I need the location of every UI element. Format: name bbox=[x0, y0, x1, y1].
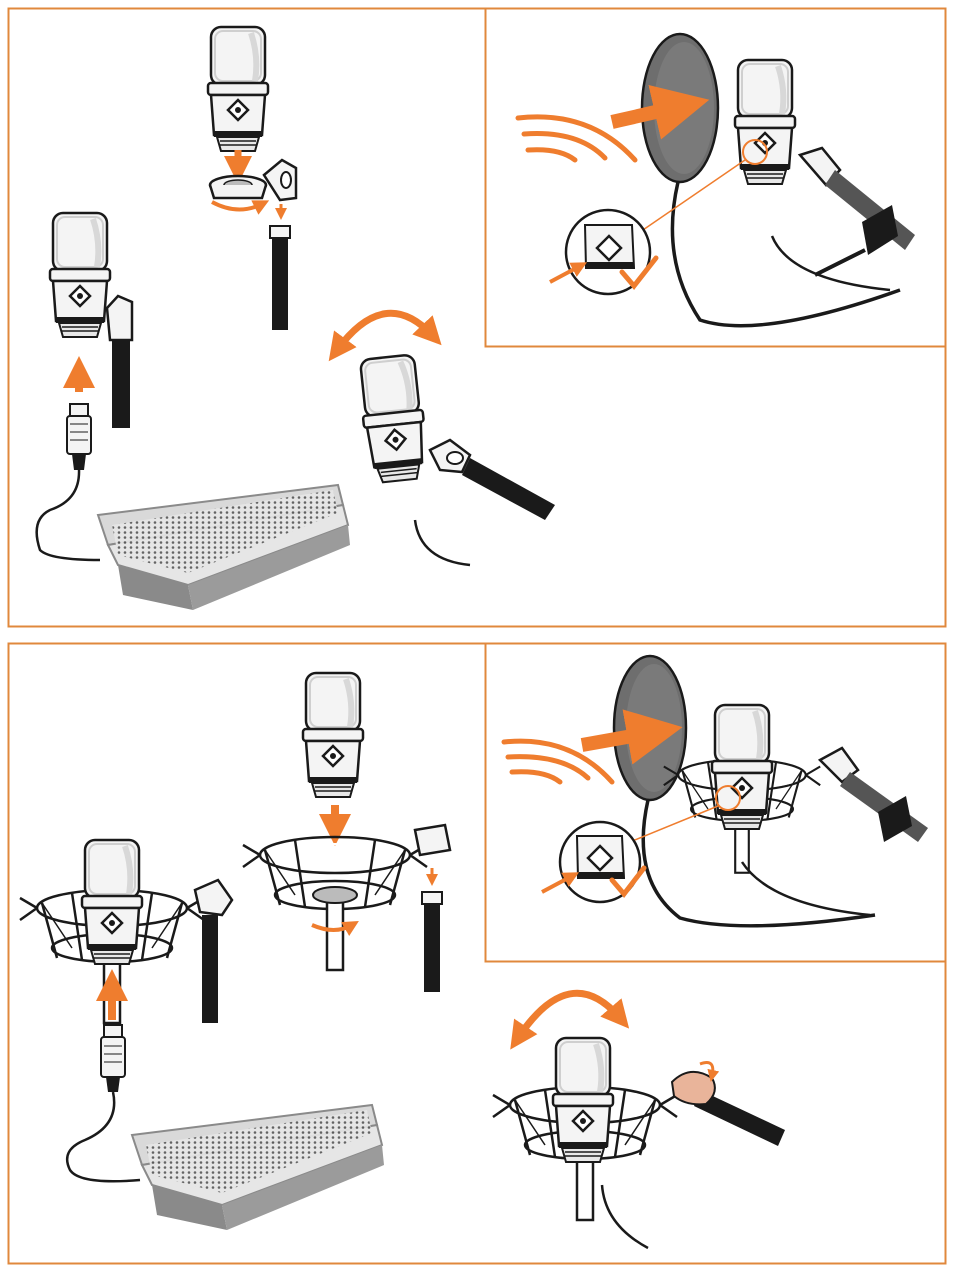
step-adjust-angle bbox=[337, 313, 555, 565]
mount-thread bbox=[313, 887, 357, 903]
mixing-console-icon bbox=[132, 1105, 384, 1230]
cable bbox=[37, 470, 100, 560]
step-position-popfilter bbox=[518, 34, 915, 326]
stand-arm-icon bbox=[820, 748, 928, 842]
shock-knob-icon bbox=[415, 825, 450, 855]
microphone-icon bbox=[357, 354, 430, 484]
stand-pole-icon bbox=[107, 296, 132, 428]
stand-pole-icon bbox=[195, 880, 232, 1023]
cable bbox=[415, 520, 470, 565]
microphone-icon bbox=[712, 705, 772, 829]
stand-pole-icon bbox=[270, 226, 290, 330]
step-mount-on-stand bbox=[208, 27, 296, 330]
hand-knob-icon bbox=[672, 1072, 715, 1104]
curved-double-arrow-icon bbox=[337, 313, 432, 350]
microphone-icon bbox=[553, 1038, 613, 1162]
stand-arm-icon bbox=[800, 148, 915, 275]
top-popfilter-inset-frame bbox=[486, 9, 946, 347]
logo-front-check-icon bbox=[550, 210, 656, 294]
microphone-icon bbox=[735, 60, 795, 184]
step-adjust-angle-shockmount bbox=[493, 993, 785, 1248]
stand-arm-icon bbox=[430, 440, 555, 520]
cable bbox=[602, 1185, 648, 1248]
curved-double-arrow-icon bbox=[518, 993, 620, 1038]
stand-pole-icon bbox=[422, 892, 442, 992]
cable bbox=[742, 862, 870, 915]
step-position-popfilter-shockmount bbox=[504, 656, 928, 926]
xlr-connector-icon bbox=[101, 1025, 125, 1092]
microphone-icon bbox=[82, 840, 142, 964]
step-connect-cable bbox=[37, 213, 350, 610]
microphone-icon bbox=[303, 673, 363, 797]
xlr-connector-icon bbox=[67, 404, 91, 470]
logo-front-check-icon bbox=[542, 822, 644, 902]
step-mount-in-shockmount bbox=[243, 673, 450, 992]
cable bbox=[67, 1092, 140, 1181]
microphone-icon bbox=[50, 213, 110, 337]
mixing-console-icon bbox=[98, 485, 350, 610]
rotate-arrow-icon bbox=[212, 202, 262, 210]
microphone-icon bbox=[208, 27, 268, 151]
mount-clamp-icon bbox=[210, 160, 296, 200]
